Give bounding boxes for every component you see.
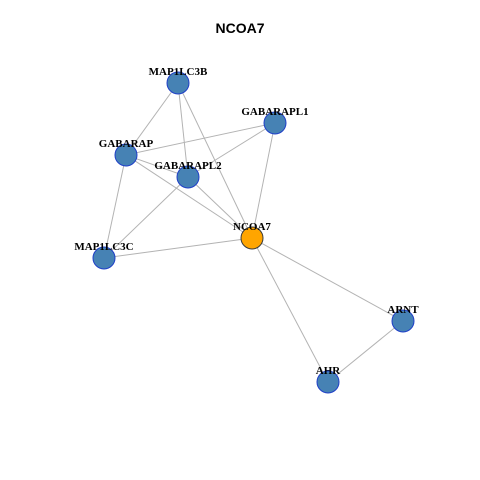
- node-ahr: AHR: [316, 365, 342, 394]
- node-label: ARNT: [387, 304, 419, 316]
- node-map1lc3c: MAP1LC3C: [74, 241, 134, 270]
- node-label: GABARAP: [99, 138, 154, 150]
- edge-ncoa7-arnt: [251, 237, 404, 322]
- node-gabarapl1: GABARAPL1: [241, 106, 309, 135]
- node-gabarapl2: GABARAPL2: [154, 160, 222, 189]
- edge-gabarap-map1lc3c: [103, 154, 127, 259]
- node-label: GABARAPL2: [154, 160, 222, 172]
- node-gabarap: GABARAP: [99, 138, 154, 167]
- node-label: AHR: [316, 365, 342, 377]
- edge-map1lc3b-gabarap: [125, 82, 179, 156]
- node-circle: [240, 226, 264, 250]
- edge-gabarapl1-ncoa7: [251, 122, 276, 239]
- node-map1lc3b: MAP1LC3B: [149, 66, 208, 95]
- node-layer: MAP1LC3B GABARAPL1GABARAPGABARAPL2NCOA7MA…: [74, 66, 419, 394]
- edge-gabarapl1-gabarap: [125, 122, 276, 156]
- node-circle: [166, 71, 190, 95]
- node-circle: [316, 370, 340, 394]
- edge-gabarapl2-map1lc3c: [103, 176, 189, 259]
- edge-map1lc3c-ncoa7: [103, 237, 253, 259]
- node-label: MAP1LC3B: [149, 66, 208, 78]
- node-label: MAP1LC3C: [74, 241, 133, 253]
- node-ncoa7: NCOA7: [233, 221, 271, 250]
- node-circle: [391, 309, 415, 333]
- node-arnt: ARNT: [387, 304, 419, 333]
- edge-gabarap-ncoa7: [125, 154, 253, 239]
- node-label: NCOA7: [233, 221, 271, 233]
- edge-arnt-ahr: [327, 320, 404, 383]
- edge-map1lc3b-gabarapl2: [177, 82, 189, 178]
- node-circle: [92, 246, 116, 270]
- edge-ncoa7-ahr: [251, 237, 329, 383]
- node-circle: [114, 143, 138, 167]
- edge-layer: [103, 82, 404, 383]
- node-circle: [263, 111, 287, 135]
- node-circle: [176, 165, 200, 189]
- node-label: GABARAPL1: [241, 106, 308, 118]
- edge-gabarapl2-ncoa7: [187, 176, 253, 239]
- graph-title: NCOA7: [215, 20, 265, 36]
- edge-gabarapl1-gabarapl2: [187, 122, 276, 178]
